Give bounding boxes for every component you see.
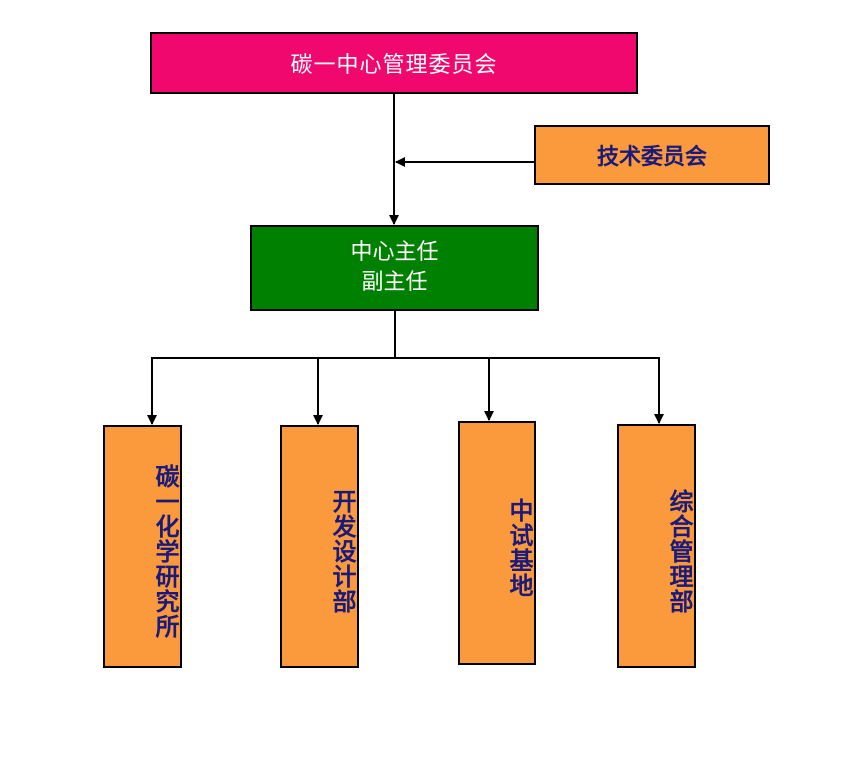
department-box-pilot-base: 中试基地 (458, 421, 536, 665)
department-box-general-management: 综合管理部 (617, 424, 696, 668)
center-director-box: 中心主任 副主任 (250, 225, 539, 311)
management-committee-label: 碳一中心管理委员会 (290, 53, 498, 78)
technical-committee-box: 技术委员会 (534, 125, 770, 185)
department-label: 中试基地 (505, 498, 533, 598)
technical-committee-label: 技术委员会 (596, 145, 707, 170)
department-box-development-design: 开发设计部 (280, 425, 359, 668)
management-committee-box: 碳一中心管理委员会 (150, 32, 638, 94)
department-label: 碳一化学研究所 (151, 464, 179, 639)
department-label: 综合管理部 (665, 488, 693, 614)
department-box-c1-chemistry-institute: 碳一化学研究所 (103, 425, 182, 668)
center-director-label: 中心主任 (350, 240, 439, 265)
department-label: 开发设计部 (328, 489, 356, 614)
deputy-director-label: 副主任 (361, 270, 428, 295)
